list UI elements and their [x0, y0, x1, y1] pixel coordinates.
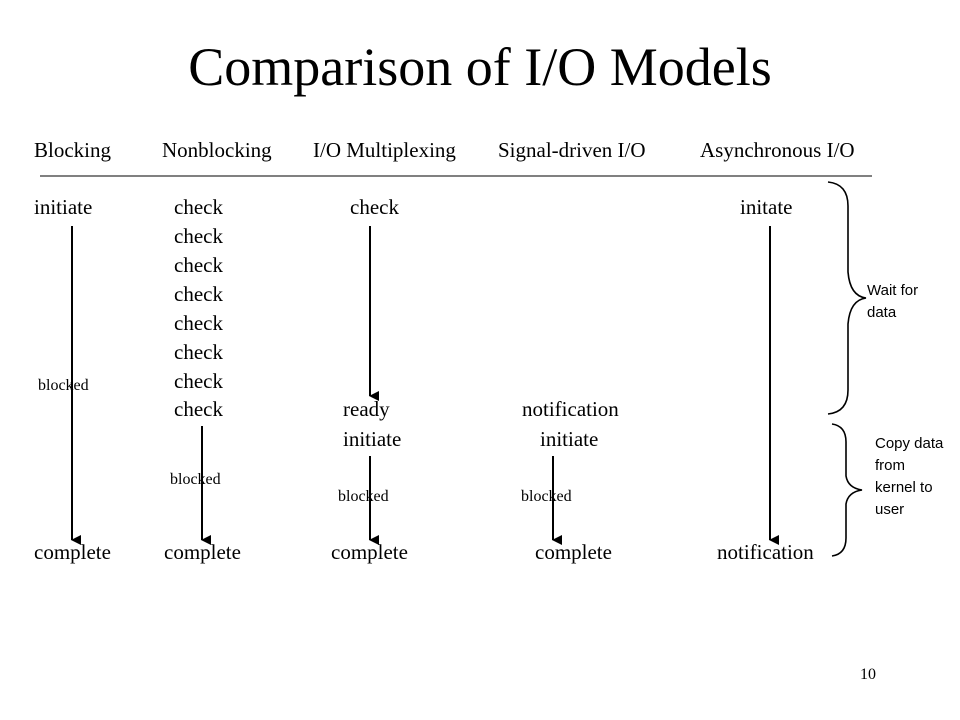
- nonblocking-check: check: [174, 253, 223, 277]
- blocking-complete: complete: [34, 540, 111, 564]
- blocking-blocked: blocked: [38, 377, 89, 394]
- multiplexing-complete: complete: [331, 540, 408, 564]
- async-notification: notification: [717, 540, 814, 564]
- nonblocking-blocked: blocked: [170, 471, 221, 488]
- column-header-asynchronous: Asynchronous I/O: [700, 138, 855, 162]
- multiplexing-ready: ready: [343, 397, 390, 421]
- wait-for-data-label: Wait for data: [867, 282, 919, 321]
- multiplexing-initiate: initiate: [343, 427, 402, 451]
- page-number: 10: [860, 666, 876, 683]
- column-header-nonblocking: Nonblocking: [162, 138, 272, 162]
- nonblocking-complete: complete: [164, 540, 241, 564]
- signal-complete: complete: [535, 540, 612, 564]
- column-header-multiplexing: I/O Multiplexing: [313, 138, 456, 162]
- signal-initiate: initiate: [540, 427, 599, 451]
- column-header-blocking: Blocking: [34, 138, 111, 162]
- nonblocking-check: check: [174, 195, 223, 219]
- blocking-initiate: initiate: [34, 195, 93, 219]
- nonblocking-check: check: [174, 397, 223, 421]
- nonblocking-check: check: [174, 340, 223, 364]
- nonblocking-check: check: [174, 282, 223, 306]
- page-title: Comparison of I/O Models: [188, 37, 772, 97]
- async-initate: initate: [740, 195, 793, 219]
- multiplexing-check: check: [350, 195, 399, 219]
- nonblocking-check: check: [174, 224, 223, 248]
- multiplexing-blocked: blocked: [338, 488, 389, 505]
- wait-brace: [827, 181, 867, 415]
- copy-data-label: Copy data from kernel to user: [875, 435, 944, 518]
- signal-notification: notification: [522, 397, 619, 421]
- copy-brace: [831, 423, 863, 557]
- signal-blocked: blocked: [521, 488, 572, 505]
- nonblocking-check: check: [174, 311, 223, 335]
- column-header-signal-driven: Signal-driven I/O: [498, 138, 646, 162]
- nonblocking-check: check: [174, 369, 223, 393]
